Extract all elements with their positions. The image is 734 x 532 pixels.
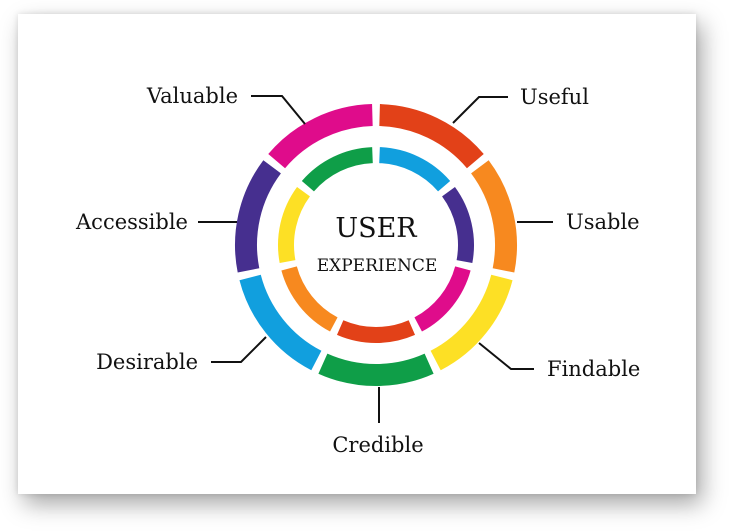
inner-ring-segment — [336, 320, 416, 343]
inner-ring-segment — [281, 266, 338, 332]
center-title: USER — [335, 213, 417, 244]
outer-ring-segment — [239, 274, 322, 371]
inner-ring-segment — [441, 186, 474, 264]
label-valuable: Valuable — [146, 84, 238, 108]
useful-leader — [452, 96, 508, 124]
inner-ring — [278, 147, 474, 343]
diagram-card — [18, 14, 696, 494]
valuable-leader — [251, 95, 306, 125]
findable-leader — [478, 342, 534, 370]
inner-ring-segment — [278, 186, 311, 264]
outer-ring — [235, 104, 517, 386]
inner-ring-segment — [301, 147, 374, 192]
outer-ring-segment — [235, 160, 282, 273]
label-findable: Findable — [547, 357, 640, 381]
center-subtitle: EXPERIENCE — [317, 256, 438, 276]
inner-ring-segment — [414, 266, 471, 332]
label-credible: Credible — [332, 433, 423, 457]
outer-ring-segment — [430, 274, 513, 371]
outer-ring-segment — [318, 353, 434, 386]
desirable-leader — [211, 336, 267, 363]
outer-ring-segment — [379, 104, 484, 169]
label-useful: Useful — [520, 85, 589, 109]
inner-ring-segment — [378, 147, 451, 192]
label-accessible: Accessible — [75, 210, 188, 234]
label-usable: Usable — [566, 210, 640, 234]
label-desirable: Desirable — [96, 350, 198, 374]
outer-ring-segment — [268, 104, 373, 169]
outer-ring-segment — [470, 160, 517, 273]
